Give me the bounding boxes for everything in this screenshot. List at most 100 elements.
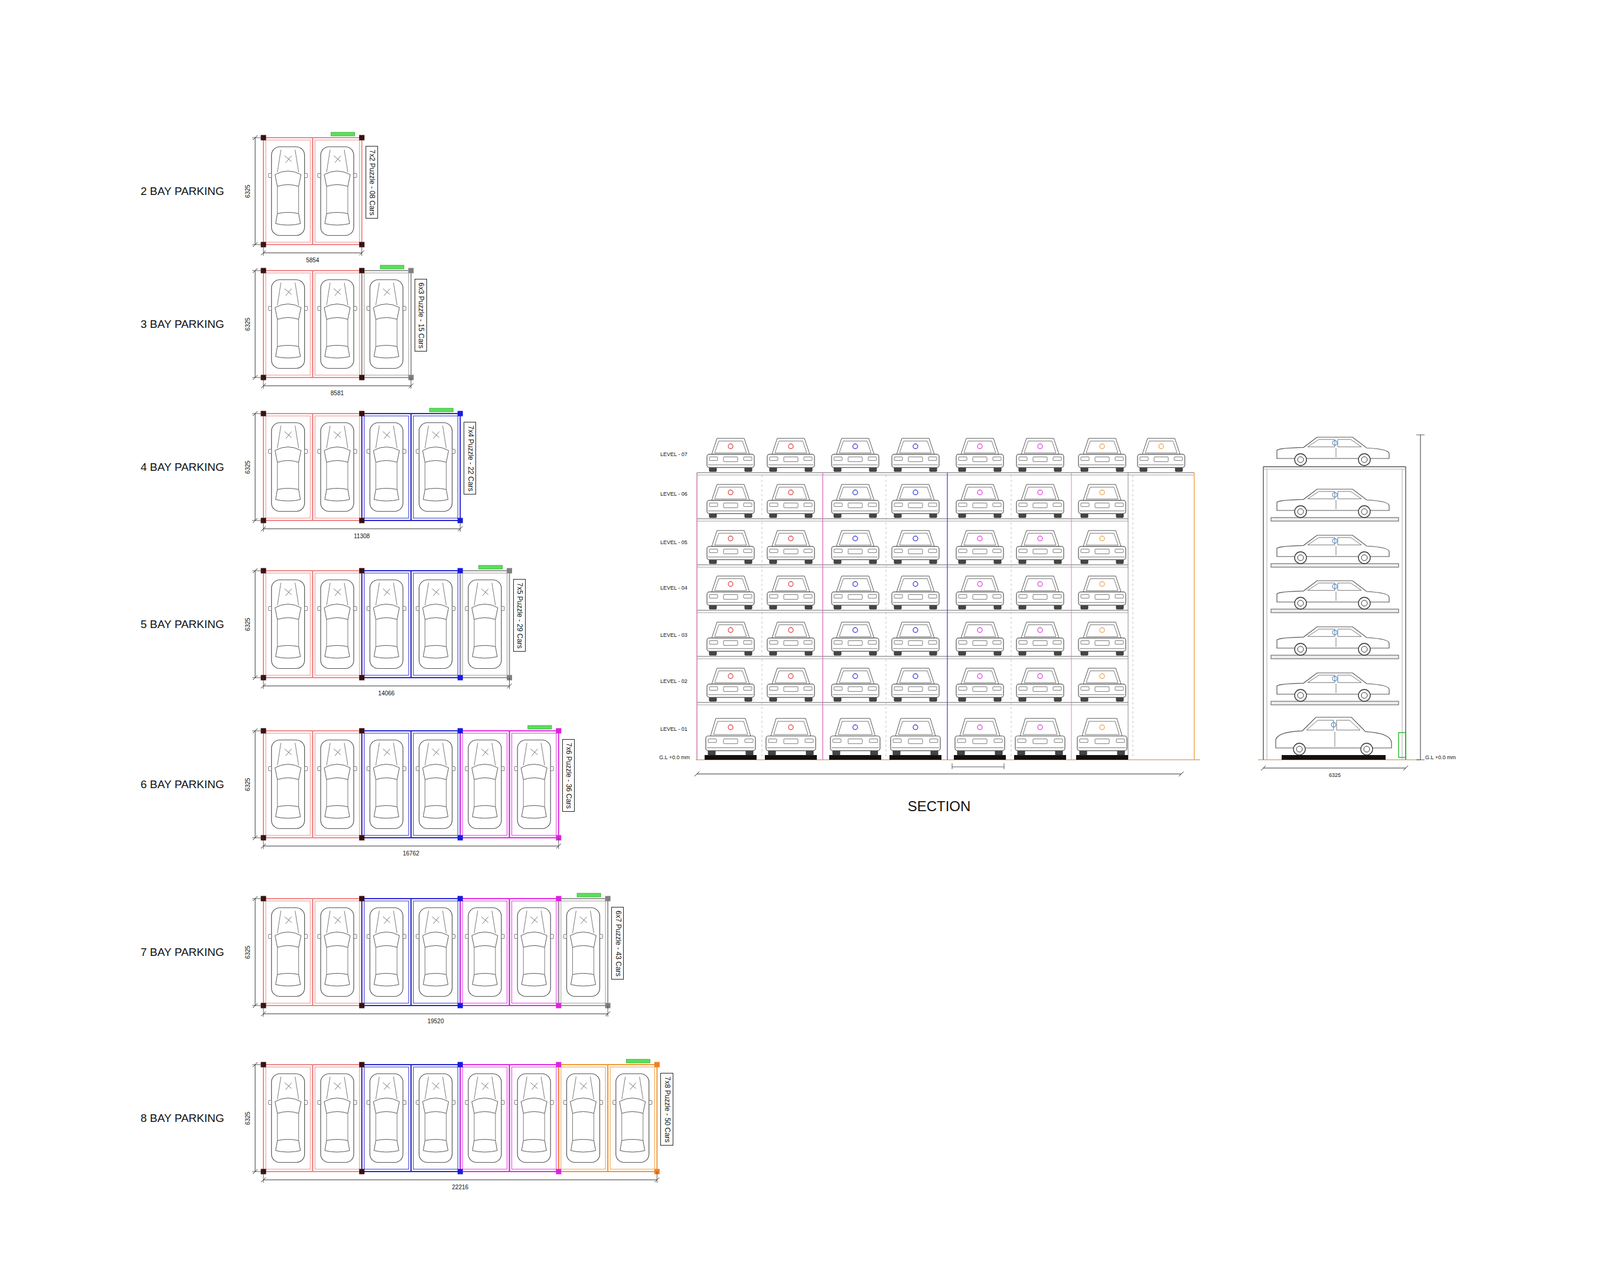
line-work [1017, 556, 1063, 557]
car-windshield [963, 578, 996, 591]
puzzle-label: 6x7 Puzzle - 43 Cars [613, 910, 622, 976]
pallet-tray [1271, 563, 1399, 567]
bay-inner-outline [512, 1066, 557, 1169]
car-front-view [1078, 530, 1126, 564]
car-headlight [803, 640, 813, 644]
car-front-view [706, 484, 755, 518]
line-work [375, 1113, 377, 1141]
platform-line [696, 564, 1129, 565]
car-headlight [769, 686, 778, 690]
pallet-base [953, 754, 1006, 760]
car-top-view [317, 1073, 357, 1163]
car-front-view [831, 621, 879, 656]
car-front-view [956, 621, 1004, 656]
dimension-tick [952, 763, 953, 769]
car-headlight [1080, 502, 1090, 507]
car-mirror [550, 766, 554, 771]
slot-marker [1037, 673, 1043, 679]
line-work [1335, 447, 1337, 458]
line-work [326, 319, 327, 347]
bay-plan [252, 725, 562, 849]
line-work [375, 425, 380, 449]
car-windshield [1024, 440, 1057, 453]
car-side-view [1276, 580, 1390, 609]
line-work [541, 910, 545, 934]
guide-line [1132, 474, 1134, 756]
bay-inner-outline [265, 272, 311, 376]
car-mirror [317, 766, 321, 771]
car-mirror [452, 934, 456, 939]
level-label: LEVEL - 05 [660, 539, 688, 546]
green-tag [331, 132, 355, 136]
car-front-view [705, 718, 756, 755]
bay-outline [312, 898, 362, 1006]
car-body [955, 735, 1005, 751]
car-windshield [373, 1097, 400, 1114]
car-mirror [268, 934, 272, 939]
car-windshield [569, 932, 596, 948]
column-post [359, 675, 365, 681]
car-grille [1095, 686, 1110, 692]
car-side-view [1276, 489, 1390, 518]
car-rear-window [275, 488, 301, 502]
column-post [359, 135, 365, 141]
line-work [768, 693, 814, 695]
car-front-view [830, 718, 881, 755]
frame-column [1402, 468, 1403, 760]
car-hood-mark [432, 916, 440, 924]
dimension-line [252, 730, 264, 732]
car-wheel [1293, 743, 1306, 755]
puzzle-label-box: 7x2 Puzzle - 08 Cars [365, 145, 378, 219]
car-roof [960, 530, 999, 547]
car-mirror [501, 766, 505, 771]
car-front-view [1016, 530, 1064, 564]
car-grille [1033, 686, 1048, 692]
car-wheel [1361, 554, 1368, 561]
line-work [473, 947, 475, 975]
column-post [457, 1168, 464, 1175]
car-headlight [994, 738, 1003, 743]
car-wheel [1297, 554, 1304, 561]
line-work [277, 282, 282, 306]
bay-inner-outline [314, 900, 360, 1003]
car-rear-window [324, 345, 350, 359]
car-windshield [1024, 624, 1057, 637]
car-front-view [1015, 718, 1065, 755]
dimension-tick [252, 835, 258, 840]
column-post [555, 1168, 562, 1175]
car-body [320, 422, 354, 512]
car-body [956, 591, 1004, 605]
green-tag [577, 893, 601, 897]
car-windshield [1024, 532, 1057, 545]
platform-line [696, 701, 1129, 703]
car-hood-mark [432, 588, 440, 596]
bay-outline [509, 898, 559, 1006]
dimension-line [952, 766, 1005, 768]
line-work [1335, 683, 1337, 693]
car-front-view [706, 530, 755, 564]
line-work [347, 319, 348, 347]
line-work [344, 425, 348, 449]
green-tag [429, 408, 454, 412]
car-wheel [1297, 600, 1304, 606]
section-caption: SECTION [907, 797, 971, 815]
car-rear-window [373, 645, 399, 659]
car-rear-window [275, 212, 301, 226]
green-tag [380, 265, 404, 269]
bay-inner-outline [462, 572, 507, 676]
line-work [393, 910, 397, 934]
car-windshield [898, 721, 933, 735]
dimension-line [252, 270, 264, 272]
car-mirror [317, 1100, 321, 1105]
car-windshield [422, 1097, 449, 1114]
car-windshield [963, 670, 996, 683]
car-rear-window [275, 645, 301, 659]
car-rear-window [423, 973, 449, 987]
line-work [425, 910, 429, 934]
car-roof [835, 718, 876, 736]
car-hood-mark [481, 916, 489, 924]
frame-beam [1263, 468, 1406, 470]
column-post [457, 1061, 464, 1068]
car-wheel [1297, 508, 1304, 515]
column-post [555, 1061, 562, 1068]
